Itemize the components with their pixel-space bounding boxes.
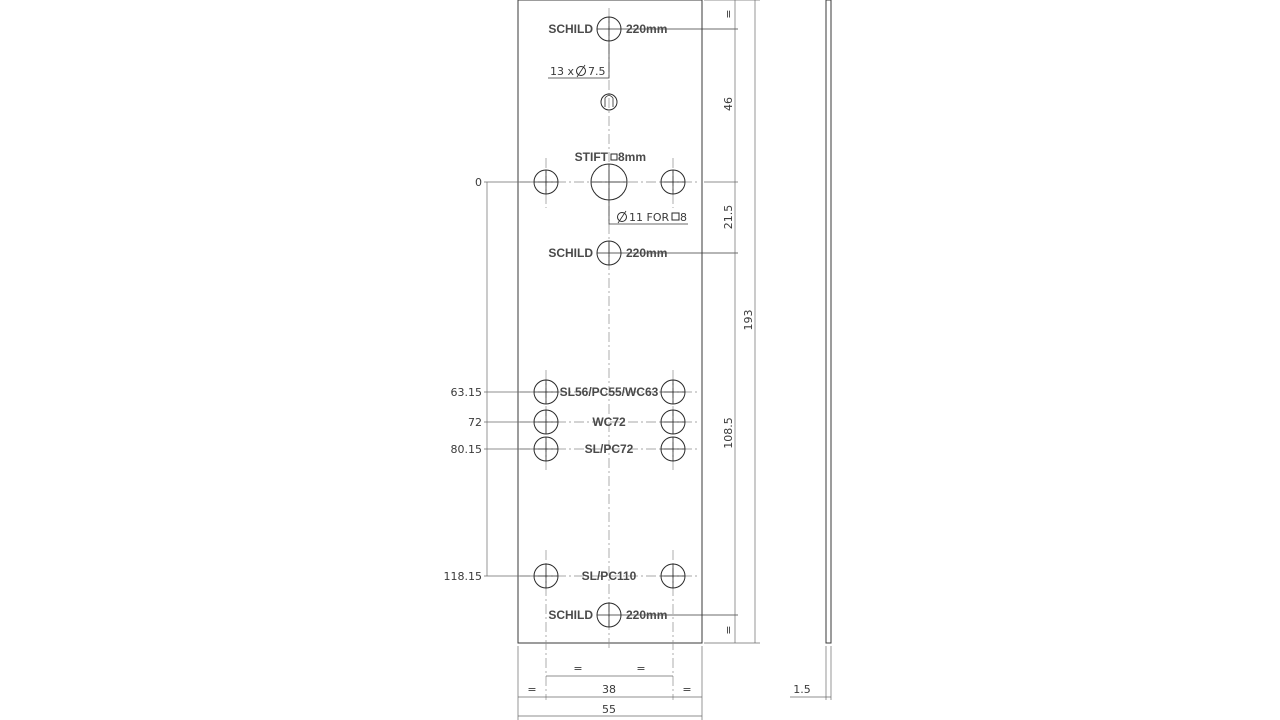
side-view-plate xyxy=(825,0,832,644)
side-dimension-lines xyxy=(790,646,832,700)
holes-note-dia: 7.5 xyxy=(588,65,606,78)
square-note-dia: 11 FOR xyxy=(629,211,669,224)
schild-bottom-size: 220mm xyxy=(626,608,667,622)
diameter-icon xyxy=(576,64,586,78)
hole-right-63 xyxy=(660,379,686,405)
dim-193: 193 xyxy=(742,310,755,331)
slpc72-label: SL/PC72 xyxy=(585,442,634,456)
hole-right-72 xyxy=(660,409,686,435)
dim-38: 38 xyxy=(602,683,616,696)
hole-left-upper xyxy=(533,169,559,195)
dim-80-15: 80.15 xyxy=(451,443,483,456)
hole-left-80 xyxy=(533,436,559,462)
slpc110-label: SL/PC110 xyxy=(582,569,637,583)
dim-eq-b: = xyxy=(636,662,645,675)
schild-top-label: SCHILD xyxy=(548,22,593,36)
right-dimension-lines xyxy=(704,0,760,644)
dim-46: 46 xyxy=(722,97,735,111)
wc72-label: WC72 xyxy=(592,415,626,429)
schild-hole-middle xyxy=(596,240,622,266)
dim-0: 0 xyxy=(475,176,482,189)
square-icon xyxy=(610,153,618,161)
diameter-icon xyxy=(617,210,627,224)
dim-118-15: 118.15 xyxy=(444,570,483,583)
square-icon xyxy=(671,212,680,221)
hole-left-72 xyxy=(533,409,559,435)
dim-108-5: 108.5 xyxy=(722,417,735,449)
screw-symbol-icon xyxy=(600,93,618,111)
bottom-dimension-lines xyxy=(517,646,703,720)
escutcheon-plate xyxy=(517,0,703,644)
schild-top-size: 220mm xyxy=(626,22,667,36)
hole-left-118 xyxy=(533,563,559,589)
sl56-label: SL56/PC55/WC63 xyxy=(560,385,659,399)
hole-right-upper xyxy=(660,169,686,195)
holes-note-qty: 13 x xyxy=(550,65,574,78)
dim-eq-right: = xyxy=(682,683,691,696)
schild-hole-top xyxy=(596,16,622,42)
dim-eq-top: = xyxy=(722,9,735,18)
schild-hole-bottom xyxy=(596,602,622,628)
schild-middle-size: 220mm xyxy=(626,246,667,260)
left-dimension-chain xyxy=(484,181,534,577)
stift-label: STIFT xyxy=(575,150,609,164)
hole-right-80 xyxy=(660,436,686,462)
square-note-size: 8 xyxy=(680,211,687,224)
hole-right-118 xyxy=(660,563,686,589)
dim-eq-left: = xyxy=(527,683,536,696)
stift-size: 8mm xyxy=(618,150,646,164)
dim-21-5: 21.5 xyxy=(722,205,735,230)
dim-thickness: 1.5 xyxy=(793,683,811,696)
hole-left-63 xyxy=(533,379,559,405)
spindle-hole xyxy=(590,163,628,201)
square-note-leader xyxy=(608,200,688,225)
schild-bottom-label: SCHILD xyxy=(548,608,593,622)
holes-note-leader xyxy=(548,41,610,79)
schild-middle-label: SCHILD xyxy=(548,246,593,260)
dim-55: 55 xyxy=(602,703,616,716)
dim-72: 72 xyxy=(468,416,482,429)
dim-eq-bottom: = xyxy=(722,625,735,634)
dim-eq-a: = xyxy=(573,662,582,675)
dim-63-15: 63.15 xyxy=(451,386,483,399)
